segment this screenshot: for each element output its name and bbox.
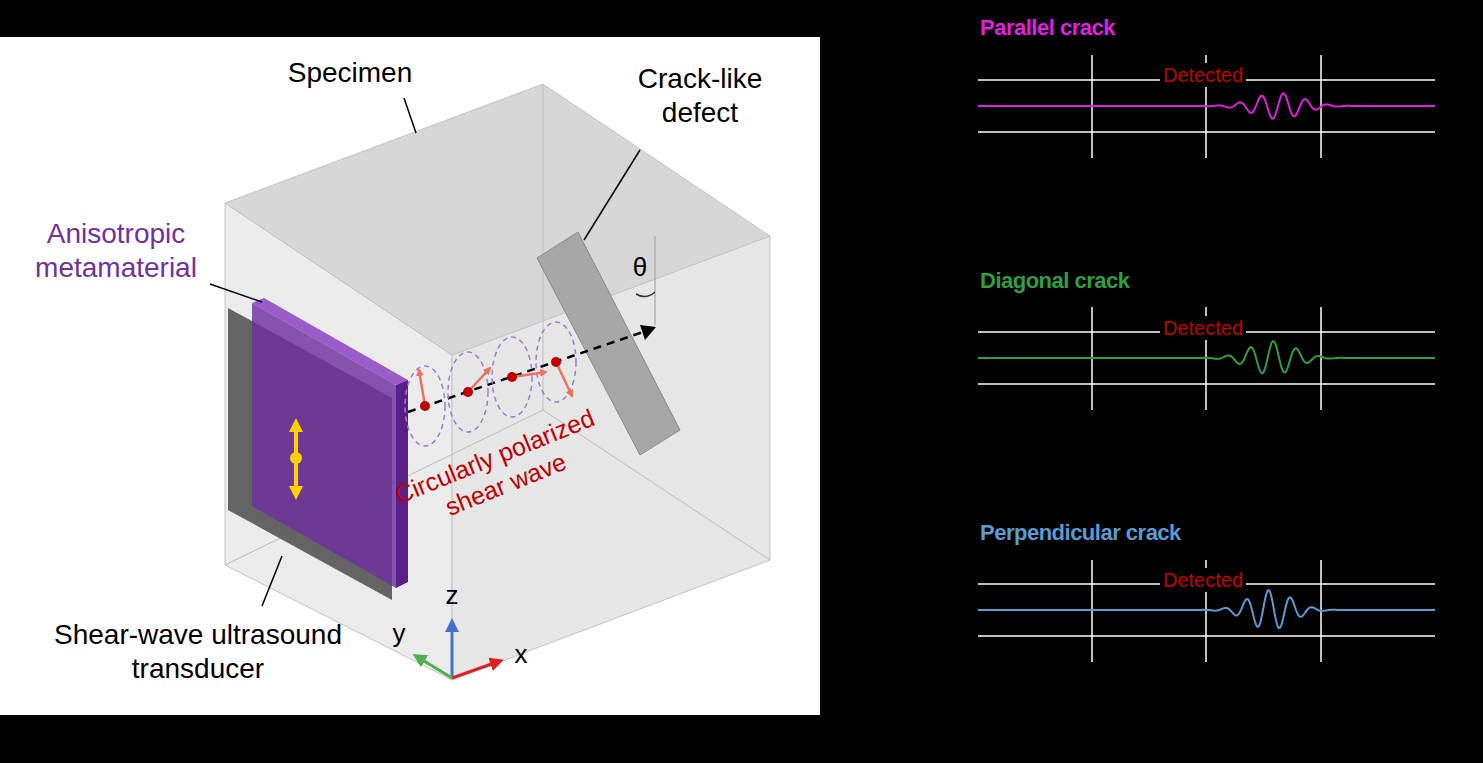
waveform-plot	[978, 55, 1435, 158]
specimen-cube	[225, 84, 770, 680]
metamaterial-slab	[252, 298, 408, 588]
axis-label: y	[387, 618, 411, 649]
part-label: Shear-wave ultrasound transducer	[33, 618, 363, 685]
signal-trace	[978, 93, 1435, 118]
signal-trace	[978, 341, 1435, 373]
part-label: Anisotropic metamaterial	[18, 217, 214, 284]
detected-label: Detected	[1160, 568, 1246, 592]
axis-label: z	[440, 580, 464, 611]
waveform-plot	[978, 560, 1435, 662]
plot-title: Diagonal crack	[980, 268, 1130, 294]
waveform-plot	[978, 307, 1435, 410]
leader-lines	[210, 98, 640, 606]
axis-label: x	[509, 639, 533, 670]
polarization-arrow	[290, 422, 302, 496]
part-label: Specimen	[265, 56, 435, 90]
detected-label: Detected	[1160, 316, 1246, 340]
waveform-plots	[978, 55, 1435, 662]
angle-label: θ	[625, 252, 655, 283]
detected-label: Detected	[1160, 63, 1246, 87]
signal-trace	[978, 590, 1435, 628]
plot-title: Perpendicular crack	[980, 520, 1181, 546]
grid-line	[1320, 307, 1322, 410]
axes	[416, 622, 500, 678]
part-label: Crack-like defect	[620, 62, 780, 129]
plot-title: Parallel crack	[980, 15, 1115, 41]
